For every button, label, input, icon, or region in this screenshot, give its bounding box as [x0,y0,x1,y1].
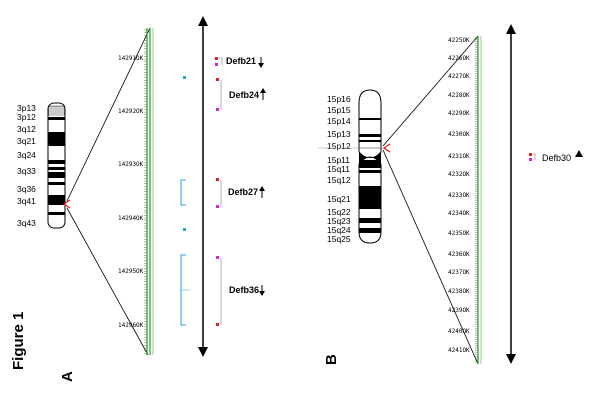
scale-tick-label: 14291OK [118,55,144,62]
arrow-up-icon [260,88,266,100]
arrow-down-icon [259,285,265,296]
band-label: 3q36 [17,184,36,194]
scale-axis-b [475,36,482,364]
band-label: 15q22 [327,207,351,217]
band-label: 15q11 [327,164,350,174]
band-label: 15q21 [327,194,351,204]
scale-tick-label: 4235OK [448,230,470,237]
scale-tick-label: 4236OK [448,251,470,258]
chromosome-3-locus-marker [62,199,71,209]
blue-markers-a [180,76,190,326]
scale-axis-a [144,28,154,355]
band-label: 15q23 [327,216,351,226]
gene-defb30: Defb30 [529,150,583,163]
chromosome-3-ideogram [47,102,66,229]
arrow-up-icon [575,150,583,157]
scale-tick-label: 4231OK [448,153,470,160]
scale-tick-label: 14293OK [118,161,144,168]
scale-tick-label: 4229OK [448,110,470,117]
band-label: 3q41 [17,196,36,206]
gene-defb36: Defb36 [216,256,265,326]
band-label: 15q12 [327,175,351,185]
band-label: 15p14 [327,116,351,126]
band-label: 3q43 [17,218,36,228]
gene-defb27: Defb27 [216,178,265,208]
scale-tick-label: 14295OK [118,268,144,275]
chromosome-3-band-labels: 3p13 3p12 3q12 3q21 3q24 3q33 3q36 3q41 … [17,103,36,228]
band-label: 15q24 [327,225,351,235]
band-label: 15q25 [327,234,351,244]
gene-label: Defb27 [228,187,258,197]
scale-ticks-b: 4225OK 4226OK 4227OK 4228OK 4229OK 4230O… [448,37,470,354]
scale-tick-label: 4240OK [448,328,470,335]
band-label: 15p15 [327,105,351,115]
gene-defb24: Defb24 [216,78,266,111]
chromosome-15-locus-marker [382,143,391,153]
zoom-line-bottom [66,207,149,356]
scale-tick-label: 14292OK [118,108,144,115]
gene-label: Defb21 [226,56,256,66]
panel-a-label: A [59,371,76,382]
chromosome-15-ideogram [358,89,382,244]
zoom-line-bottom [382,149,479,365]
gene-label: Defb24 [229,90,259,100]
scale-tick-label: 4228OK [448,92,470,99]
panel-b-label: B [323,354,340,365]
band-label: 3q24 [17,150,36,160]
band-label: 15p16 [327,94,351,104]
scale-tick-label: 4239OK [448,307,470,314]
scale-tick-label: 4233OK [448,192,470,199]
band-label: 3q21 [17,136,36,146]
scale-tick-label: 4234OK [448,210,470,217]
arrow-up-icon [259,186,265,198]
arrow-down-icon [258,57,264,68]
zoom-line-top [66,27,151,202]
scale-tick-label: 4232OK [448,171,470,178]
chromosome-15-band-labels: 15p16 15p15 15p14 15p13 15p12 15p11 15q1… [327,94,351,244]
band-label: 3q12 [17,124,36,134]
gene-label: Defb36 [229,285,259,295]
scale-ticks-a: 14291OK 14292OK 14293OK 14294OK 14295OK … [118,55,144,329]
scale-tick-label: 14294OK [118,215,144,222]
double-arrow-a [198,16,208,357]
scale-tick-label: 4238OK [448,288,470,295]
gene-label: Defb30 [542,153,571,163]
band-label: 3q33 [17,166,36,176]
scale-tick-label: 14296OK [118,322,144,329]
scale-tick-label: 4226OK [448,55,470,62]
gene-defb21: Defb21 [215,56,264,68]
band-label: 3p12 [17,112,36,122]
figure-label: Figure 1 [10,312,27,370]
band-label: 3p13 [17,103,36,113]
double-arrow-b [506,24,516,364]
zoom-line-top [382,35,479,147]
scale-tick-label: 4230OK [448,131,470,138]
band-label: 15p13 [327,129,351,139]
scale-tick-label: 4225OK [448,37,470,44]
scale-tick-label: 4241OK [448,347,470,354]
scale-tick-label: 4237OK [448,269,470,276]
band-label: 15p11 [327,155,350,165]
band-label: 15p12 [327,141,351,151]
scale-tick-label: 4227OK [448,73,470,80]
